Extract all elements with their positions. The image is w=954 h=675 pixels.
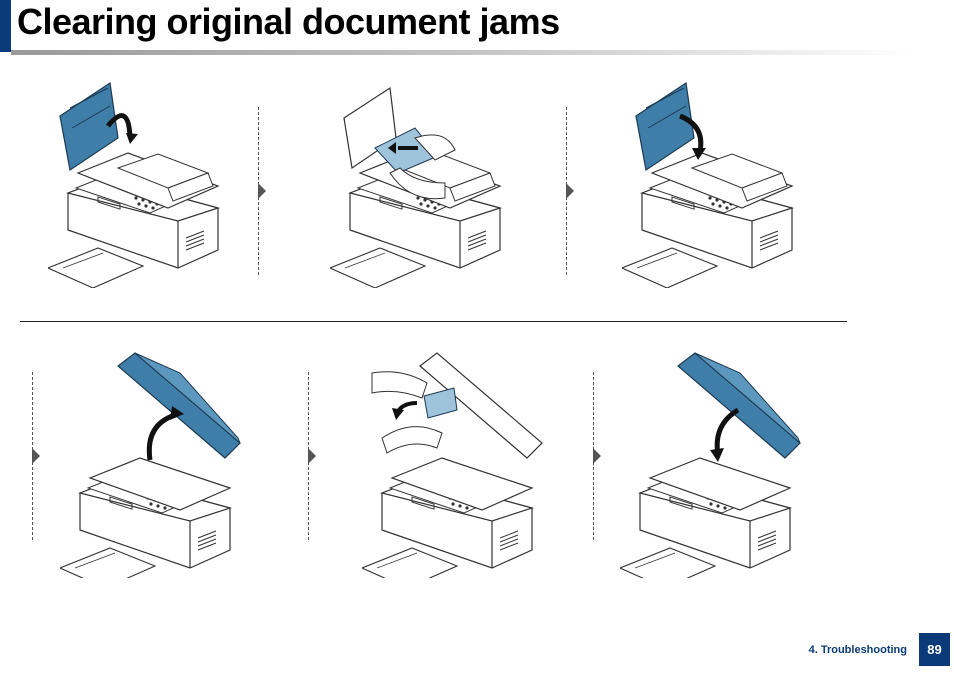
- title-rule: [11, 50, 916, 55]
- step-arrow: [566, 183, 574, 199]
- row-divider: [20, 321, 847, 322]
- page-number: 89: [919, 633, 950, 666]
- chapter-label: 4. Troubleshooting: [809, 644, 907, 656]
- step1-illustration: [48, 78, 228, 288]
- title-accent-bar: [0, 0, 11, 52]
- page-title: Clearing original document jams: [17, 0, 560, 44]
- step-arrow: [32, 448, 40, 464]
- step2-illustration: [330, 78, 510, 288]
- step3-illustration: [622, 78, 802, 288]
- step-arrow: [593, 448, 601, 464]
- step6-illustration: [620, 348, 810, 578]
- step5-illustration: [362, 348, 552, 578]
- step-arrow: [308, 448, 316, 464]
- step-arrow: [258, 183, 266, 199]
- step4-illustration: [60, 348, 250, 578]
